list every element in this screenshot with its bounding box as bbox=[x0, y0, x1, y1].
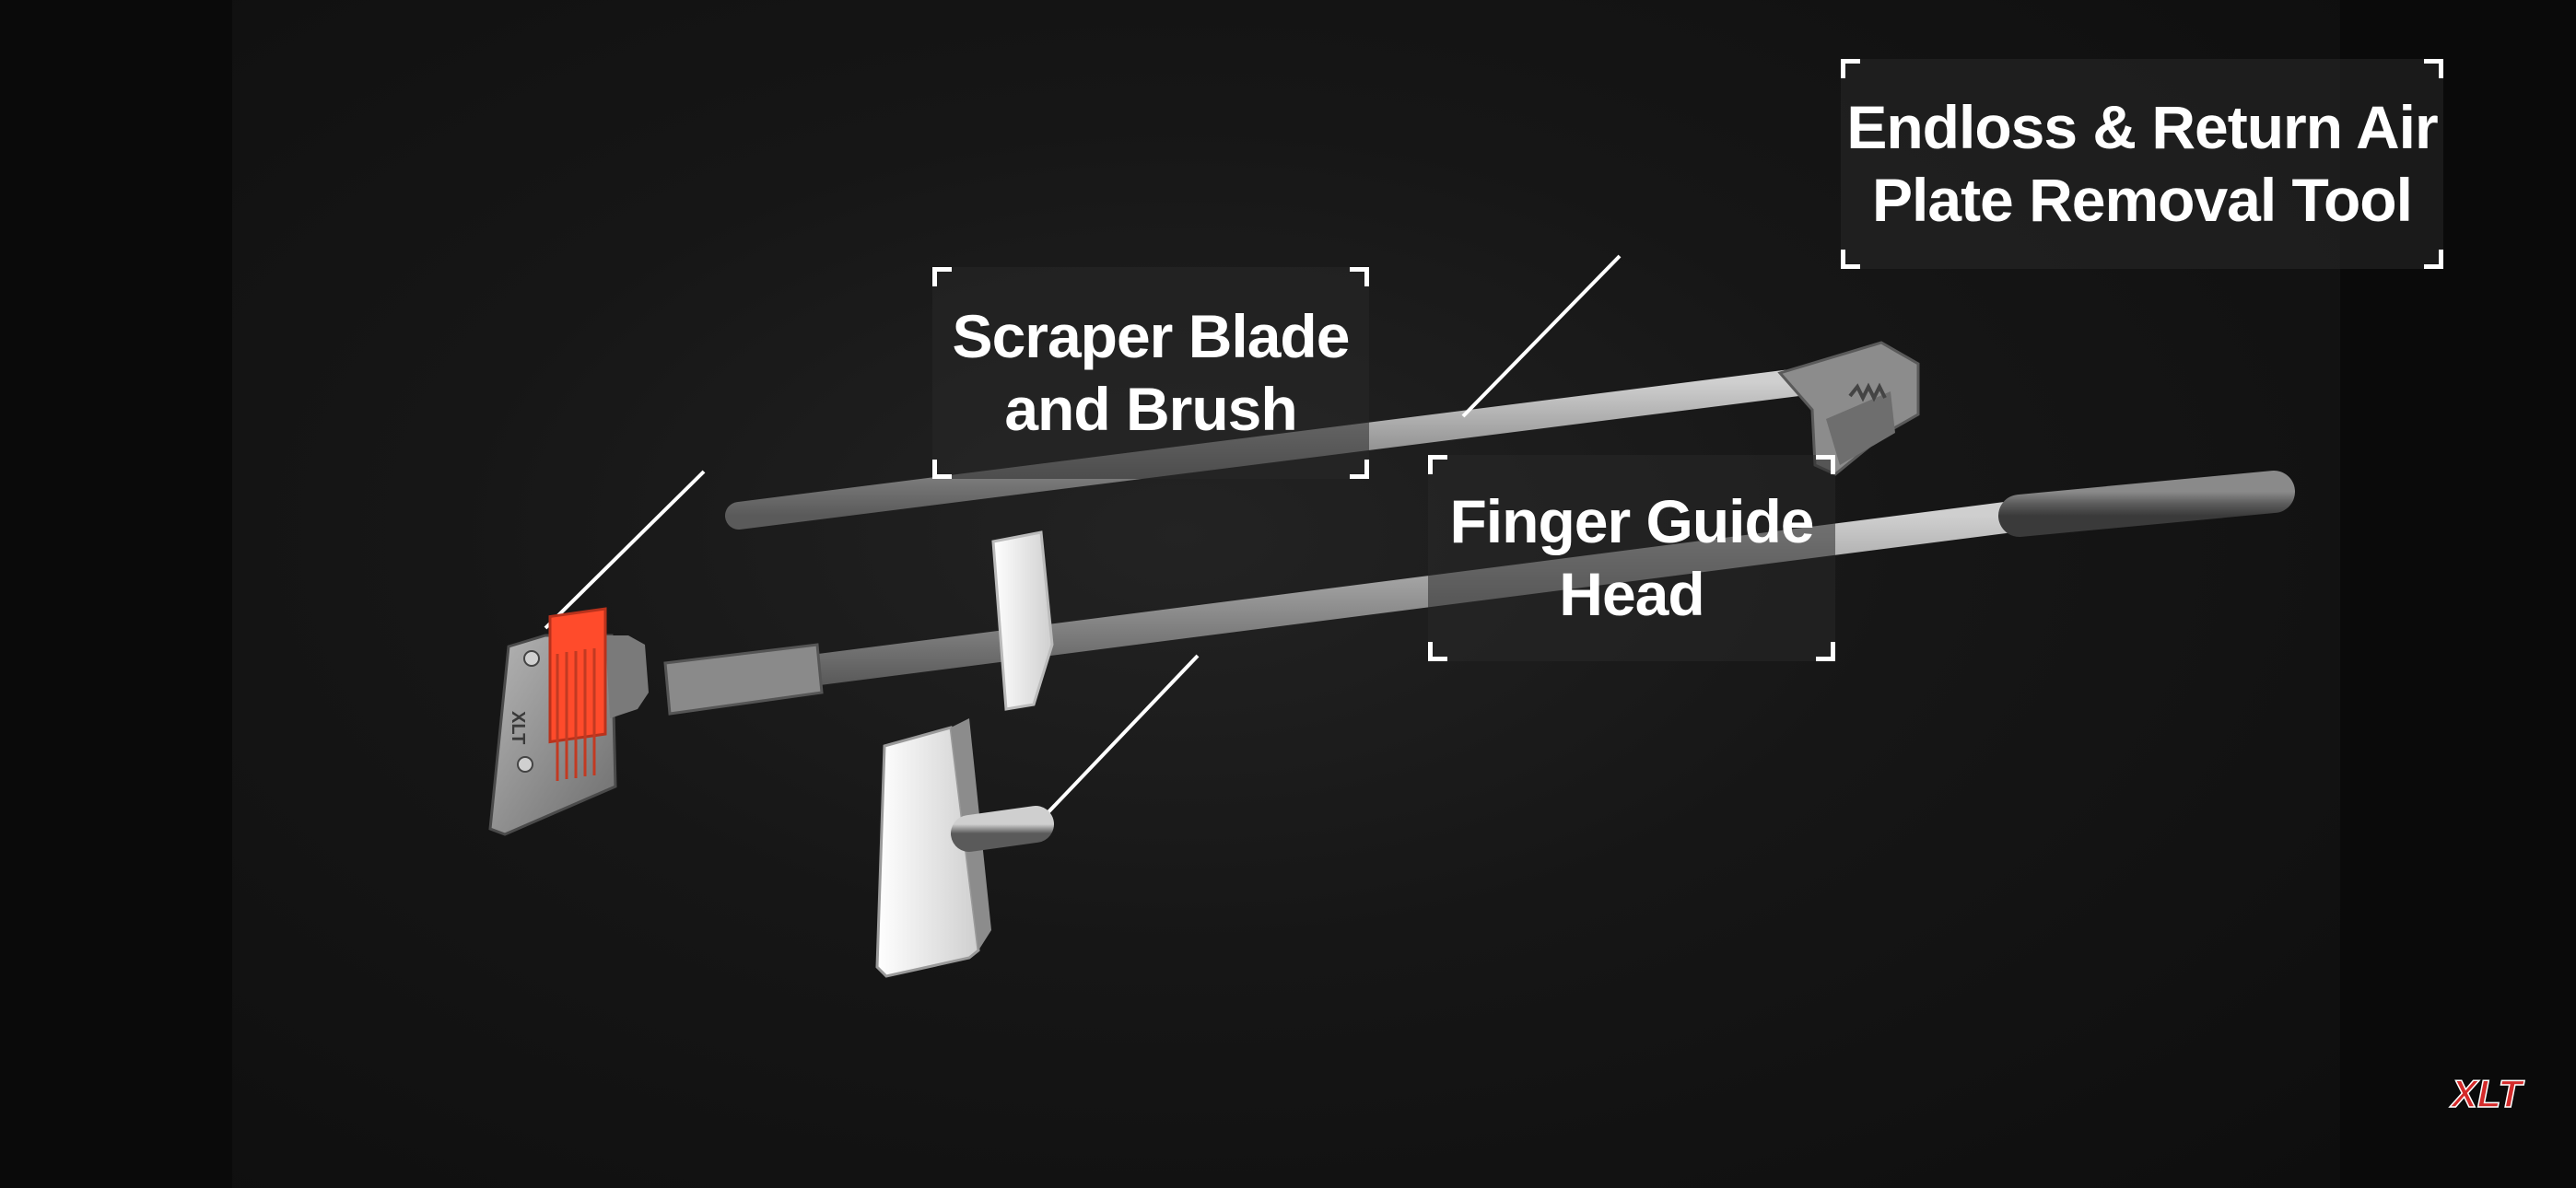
bracket-corner bbox=[1428, 642, 1447, 661]
tools-photo: XLT bbox=[488, 254, 2295, 978]
finger-guide-socket bbox=[951, 806, 1054, 852]
letterbox-left bbox=[0, 0, 232, 1188]
bracket-corner bbox=[1841, 250, 1860, 269]
bracket-corner bbox=[1816, 455, 1835, 474]
bracket-corner bbox=[1841, 59, 1860, 78]
finger-guide-leader-line bbox=[1041, 654, 1200, 820]
callout-label-line: and Brush bbox=[1004, 375, 1297, 443]
endloss-leader-line bbox=[1461, 254, 1622, 418]
finger-guide-insert bbox=[991, 530, 1054, 711]
scraper-brush bbox=[548, 607, 607, 744]
callout-label-line: Head bbox=[1559, 560, 1704, 628]
callout-endloss-plate-removal-tool: Endloss & Return Air Plate Removal Tool bbox=[1841, 59, 2443, 269]
callout-label: Finger Guide Head bbox=[1449, 485, 1814, 631]
bracket-corner bbox=[932, 460, 952, 479]
bracket-corner bbox=[1350, 267, 1369, 286]
callout-label-line: Scraper Blade bbox=[952, 301, 1351, 370]
plate-removal-tool-jaw bbox=[1826, 391, 1895, 465]
bracket-corner bbox=[932, 267, 952, 286]
callout-label: Endloss & Return Air Plate Removal Tool bbox=[1846, 91, 2438, 237]
callout-finger-guide-head: Finger Guide Head bbox=[1428, 455, 1835, 661]
scraper-leader-line bbox=[544, 470, 706, 630]
scraper-tool-collar bbox=[663, 643, 824, 716]
scraper-blade-stamp: XLT bbox=[508, 711, 528, 744]
callout-label: Scraper Blade and Brush bbox=[952, 300, 1351, 446]
bracket-corner bbox=[2424, 250, 2443, 269]
plate-removal-tool-spring bbox=[1848, 382, 1887, 402]
callout-label-line: Finger Guide bbox=[1449, 486, 1814, 555]
scraper-bracket bbox=[605, 635, 649, 718]
bracket-corner bbox=[1428, 455, 1447, 474]
video-frame: XLT Endloss & Return Air Plate Removal T… bbox=[232, 0, 2443, 1188]
scraper-tool: XLT bbox=[488, 471, 2295, 836]
scraper-bolt-bottom bbox=[517, 756, 533, 773]
scraper-brush-bristles bbox=[556, 648, 596, 781]
bracket-corner bbox=[2424, 59, 2443, 78]
scraper-tool-grip bbox=[1998, 471, 2295, 537]
scraper-bolt-top bbox=[523, 650, 540, 667]
bracket-corner bbox=[1816, 642, 1835, 661]
callout-scraper-blade-and-brush: Scraper Blade and Brush bbox=[932, 267, 1369, 479]
finger-guide-head bbox=[875, 530, 1054, 978]
xlt-logo: XLT bbox=[2449, 1071, 2525, 1116]
callout-label-line: Plate Removal Tool bbox=[1872, 166, 2413, 234]
xlt-logo-text: XLT bbox=[2450, 1072, 2525, 1115]
callout-label-line: Endloss & Return Air bbox=[1846, 92, 2438, 161]
bracket-corner bbox=[1350, 460, 1369, 479]
